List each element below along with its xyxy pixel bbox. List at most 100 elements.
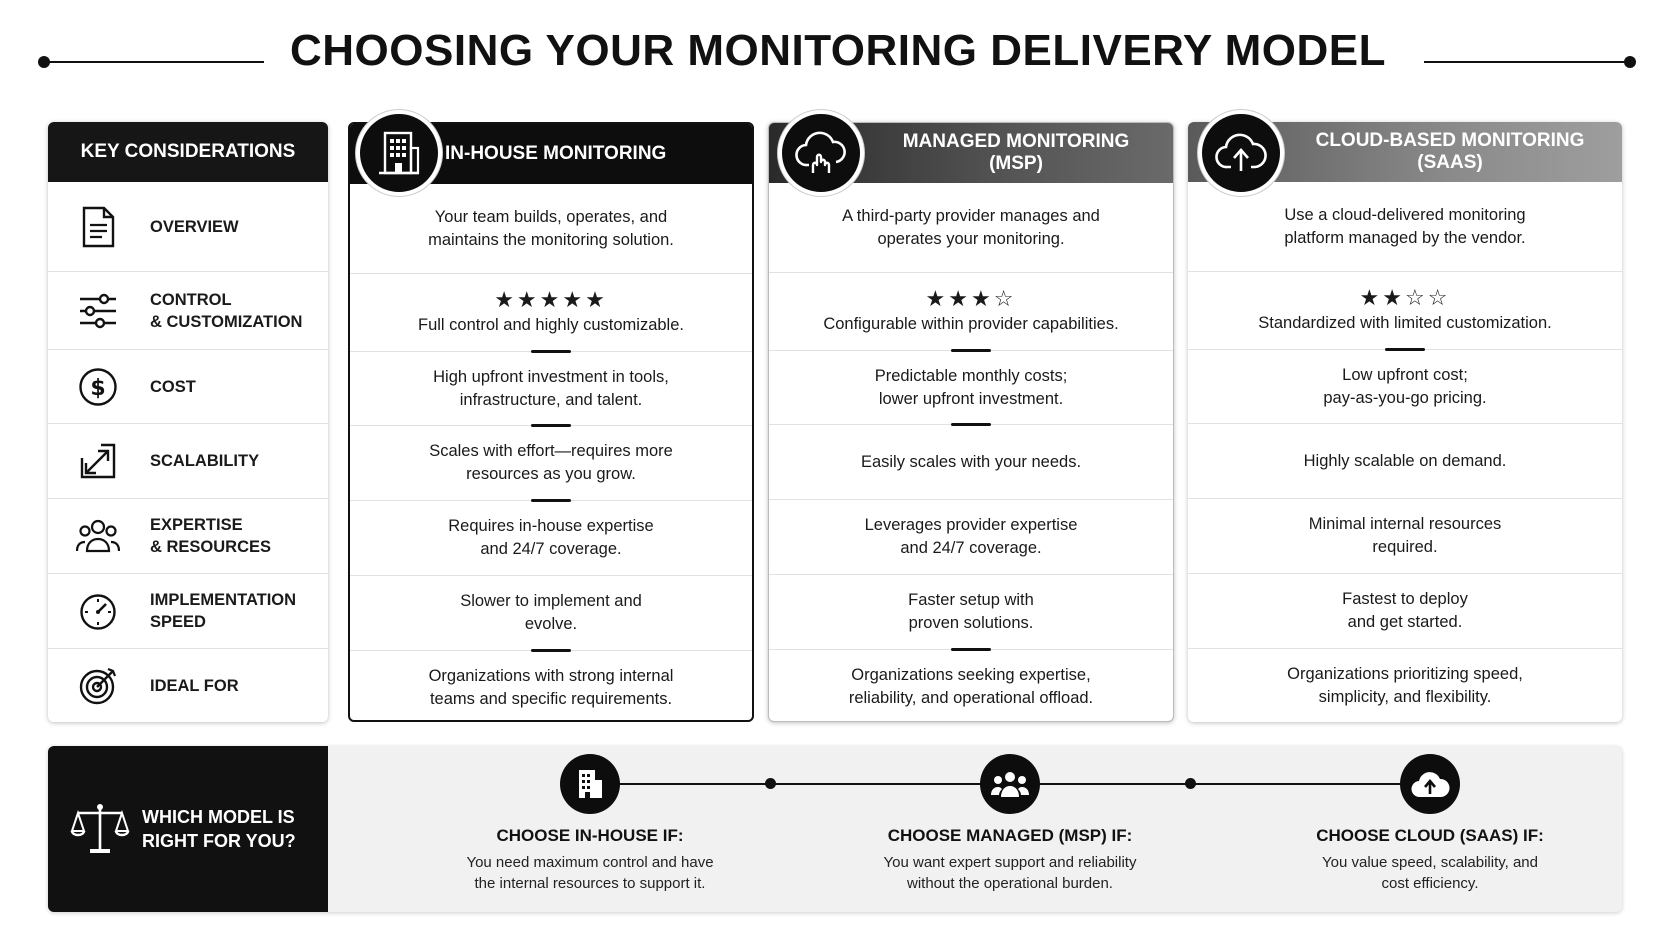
saas-ideal-for: Organizations prioritizing speed, simpli…: [1188, 649, 1622, 722]
saas-header: CLOUD-BASED MONITORING (SAAS): [1188, 122, 1622, 182]
cell-text: Predictable monthly costs; lower upfront…: [874, 366, 1068, 408]
expand-arrow-icon: [76, 439, 120, 483]
divider-tick: [951, 423, 991, 426]
cell-text: Slower to implement and evolve.: [460, 592, 642, 633]
key-considerations-column: KEY CONSIDERATIONS OVERVIEW CONTROL & CU…: [48, 122, 328, 722]
title-line-left: [44, 61, 264, 63]
rating-stars: ★★★★★: [494, 287, 608, 312]
cell-text: Low upfront cost; pay-as-you-go pricing.: [1323, 365, 1487, 407]
cell-text: Faster setup with proven solutions.: [908, 591, 1034, 632]
cell-text: Highly scalable on demand.: [1303, 451, 1507, 470]
inhouse-overview: Your team builds, operates, and maintain…: [350, 184, 752, 274]
title-dot-right: [1624, 56, 1636, 68]
rating-stars: ★★★☆: [925, 286, 1017, 311]
cell-text: Minimal internal resources required.: [1308, 515, 1502, 556]
cell-text: Your team builds, operates, and maintain…: [428, 207, 674, 249]
key-row-ideal-for: IDEAL FOR: [48, 649, 328, 722]
svg-text:$: $: [90, 376, 105, 401]
msp-cost: Predictable monthly costs; lower upfront…: [769, 351, 1173, 426]
cell-text: Leverages provider expertise and 24/7 co…: [864, 516, 1078, 557]
cell-text: Fastest to deploy and get started.: [1342, 590, 1468, 631]
divider-tick: [1385, 348, 1425, 351]
cell-text: Configurable within provider capabilitie…: [823, 315, 1119, 333]
stopwatch-icon: [76, 589, 120, 633]
saas-column: CLOUD-BASED MONITORING (SAAS) Use a clou…: [1188, 122, 1622, 722]
team-icon: [980, 754, 1040, 814]
choice-title: CHOOSE IN-HOUSE IF:: [496, 826, 684, 845]
title-line-right: [1424, 61, 1630, 63]
people-icon: [76, 514, 120, 558]
inhouse-ideal-for: Organizations with strong internal teams…: [350, 651, 752, 720]
saas-cost: Low upfront cost; pay-as-you-go pricing.: [1188, 350, 1622, 424]
divider-tick: [531, 499, 571, 502]
divider-tick: [531, 424, 571, 427]
key-label: COST: [150, 377, 196, 396]
document-icon: [76, 205, 120, 249]
choice-desc: You want expert support and reliability …: [883, 854, 1137, 892]
saas-overview: Use a cloud-delivered monitoring platfor…: [1188, 182, 1622, 272]
choice-title: CHOOSE MANAGED (MSP) IF:: [887, 826, 1133, 845]
choice-title: CHOOSE CLOUD (SAAS) IF:: [1316, 826, 1544, 845]
key-row-cost: $ COST: [48, 350, 328, 424]
inhouse-cost: High upfront investment in tools, infras…: [350, 352, 752, 427]
cell-text: Requires in-house expertise and 24/7 cov…: [448, 517, 654, 558]
inhouse-header-label: IN-HOUSE MONITORING: [445, 143, 667, 164]
msp-header-label: MANAGED MONITORING (MSP): [902, 131, 1130, 174]
key-row-control: CONTROL & CUSTOMIZATION: [48, 272, 328, 350]
cloud-upload-icon: [1198, 110, 1284, 196]
cell-text: Full control and highly customizable.: [418, 316, 684, 334]
dollar-icon: $: [76, 365, 120, 409]
page-title: CHOOSING YOUR MONITORING DELIVERY MODEL: [290, 26, 1386, 75]
cell-text: Easily scales with your needs.: [860, 452, 1082, 471]
msp-expertise: Leverages provider expertise and 24/7 co…: [769, 500, 1173, 575]
title-row: CHOOSING YOUR MONITORING DELIVERY MODEL: [0, 18, 1672, 82]
divider-tick: [951, 648, 991, 651]
cell-text: Organizations prioritizing speed, simpli…: [1287, 664, 1523, 706]
key-label: OVERVIEW: [150, 217, 239, 236]
cell-text: Organizations with strong internal teams…: [428, 666, 674, 708]
balance-scale-icon: [70, 804, 130, 853]
msp-scalability: Easily scales with your needs.: [769, 425, 1173, 500]
rating-stars: ★★☆☆: [1359, 285, 1451, 310]
key-label: CONTROL & CUSTOMIZATION: [150, 290, 303, 331]
saas-header-label: CLOUD-BASED MONITORING (SAAS): [1315, 130, 1585, 173]
key-considerations-header: KEY CONSIDERATIONS: [48, 122, 328, 182]
key-label: IDEAL FOR: [150, 676, 239, 695]
inhouse-expertise: Requires in-house expertise and 24/7 cov…: [350, 501, 752, 576]
divider-tick: [951, 349, 991, 352]
inhouse-scalability: Scales with effort—requires more resourc…: [350, 426, 752, 502]
banner-question-panel: WHICH MODEL IS RIGHT FOR YOU?: [48, 746, 328, 912]
inhouse-control: ★★★★★ Full control and highly customizabl…: [350, 274, 752, 353]
inhouse-speed: Slower to implement and evolve.: [350, 576, 752, 652]
choice-desc: You need maximum control and have the in…: [466, 854, 714, 892]
msp-control: ★★★☆ Configurable within provider capabil…: [769, 273, 1173, 352]
building-icon: [560, 754, 620, 814]
cell-text: High upfront investment in tools, infras…: [433, 367, 669, 409]
choice-desc: You value speed, scalability, and cost e…: [1322, 854, 1538, 892]
key-label: IMPLEMENTATION SPEED: [150, 591, 297, 631]
key-row-overview: OVERVIEW: [48, 182, 328, 272]
key-label: EXPERTISE & RESOURCES: [150, 516, 272, 556]
timeline-dot: [1185, 778, 1196, 789]
msp-speed: Faster setup with proven solutions.: [769, 575, 1173, 651]
saas-expertise: Minimal internal resources required.: [1188, 499, 1622, 574]
msp-column: MANAGED MONITORING (MSP) A third-party p…: [768, 122, 1174, 722]
decision-banner: WHICH MODEL IS RIGHT FOR YOU? CHOOSE IN-…: [48, 746, 1622, 912]
target-icon: [76, 664, 120, 708]
saas-speed: Fastest to deploy and get started.: [1188, 574, 1622, 649]
msp-ideal-for: Organizations seeking expertise, reliabi…: [769, 650, 1173, 721]
timeline-dot: [765, 778, 776, 789]
cell-text: Use a cloud-delivered monitoring platfor…: [1284, 205, 1526, 247]
divider-tick: [531, 649, 571, 652]
cloud-hand-icon: [778, 110, 864, 196]
sliders-icon: [76, 289, 120, 333]
banner-question: WHICH MODEL IS RIGHT FOR YOU?: [142, 807, 296, 851]
key-row-scalability: SCALABILITY: [48, 424, 328, 499]
cell-text: A third-party provider manages and opera…: [842, 206, 1100, 248]
cell-text: Organizations seeking expertise, reliabi…: [848, 665, 1094, 707]
divider-tick: [531, 350, 571, 353]
inhouse-column: IN-HOUSE MONITORING Your team builds, op…: [348, 122, 754, 722]
cell-text: Standardized with limited customization.: [1258, 314, 1552, 332]
key-row-expertise: EXPERTISE & RESOURCES: [48, 499, 328, 574]
building-icon: [356, 110, 442, 196]
